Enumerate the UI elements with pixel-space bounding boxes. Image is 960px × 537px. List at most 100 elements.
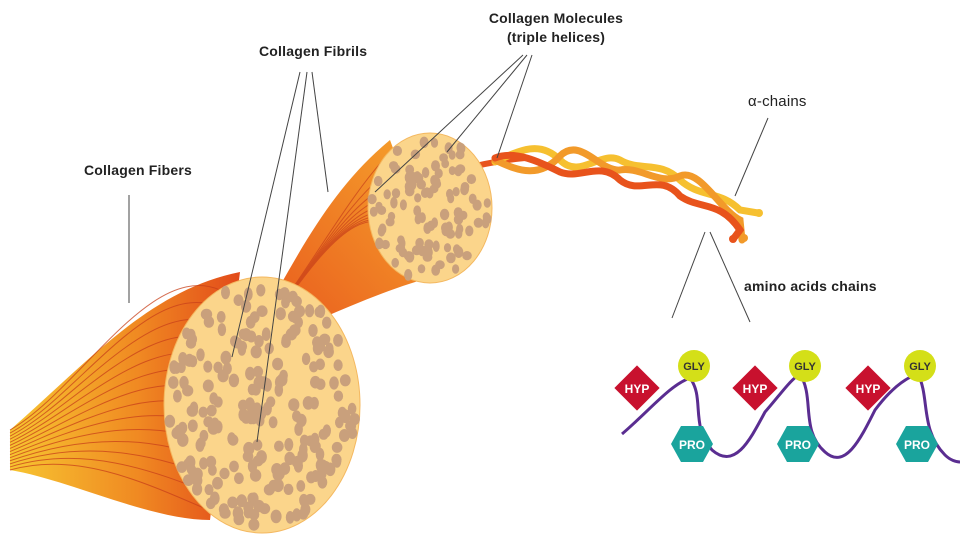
fibril-dot — [413, 205, 421, 216]
fibril-cross-section — [368, 133, 493, 283]
fibril-dot — [483, 214, 492, 225]
fibril-dot — [280, 462, 290, 475]
fibril-dot — [381, 240, 390, 249]
pro-residue: PRO — [671, 426, 713, 462]
fibril-dot — [311, 470, 320, 482]
fibril-dot — [392, 188, 400, 198]
alpha-chains-label: α-chains — [748, 93, 807, 110]
fibril-dot — [393, 146, 402, 156]
fibril-dot — [251, 345, 262, 358]
fibril-dot — [210, 418, 219, 432]
fibril-dot — [400, 199, 407, 210]
fibril-dot — [334, 359, 343, 371]
fibril-dot — [269, 416, 278, 428]
fibril-dot — [377, 206, 386, 215]
fibril-dot — [322, 317, 331, 329]
gly-label: GLY — [794, 361, 816, 373]
fibril-dot — [203, 361, 212, 373]
fibril-dot — [453, 244, 461, 254]
fibril-dot — [243, 451, 254, 462]
fibril-dot — [182, 328, 191, 340]
fibril-dot — [422, 167, 429, 178]
fibril-dot — [263, 402, 272, 416]
fibril-dot — [455, 229, 462, 239]
fibril-dot — [253, 455, 264, 466]
fibril-dot — [221, 286, 230, 299]
fibril-dot — [192, 483, 202, 496]
pro-label: PRO — [785, 438, 811, 452]
fibril-dot — [316, 305, 325, 318]
fibril-dot — [417, 180, 426, 190]
fibril-dot — [165, 415, 176, 428]
fibril-dot — [454, 166, 462, 177]
collagen-molecules-subtitle: (triple helices) — [478, 28, 634, 47]
fibril-dot — [446, 253, 456, 264]
fibril-dot — [275, 383, 284, 397]
fibril-dot — [288, 398, 299, 411]
fibril-dot — [276, 307, 286, 320]
fibril-dot — [272, 358, 283, 371]
fibril-dot — [414, 193, 421, 202]
fibril-dot — [404, 269, 412, 281]
fibril-dot — [298, 508, 308, 519]
fibril-dot — [390, 197, 397, 209]
fibril-dot — [187, 405, 198, 417]
fibril-dot — [449, 150, 456, 159]
fibril-dot — [302, 353, 310, 365]
fibril-dot — [441, 223, 451, 234]
fibril-dot — [238, 408, 247, 421]
fibril-dot — [340, 409, 350, 423]
fibril-dot — [325, 343, 333, 355]
fibril-dot — [465, 226, 473, 237]
fibril-dot — [192, 468, 203, 481]
fibril-dot — [430, 175, 438, 186]
collagen-molecules-title: Collagen Molecules — [478, 9, 634, 28]
fibril-dot — [303, 396, 314, 410]
gly-residue: GLY — [789, 350, 821, 382]
fibril-dot — [431, 217, 438, 228]
fibril-dot — [462, 251, 472, 260]
fibril-dot — [294, 305, 305, 317]
fibril-dot — [253, 402, 262, 413]
fibril-dot — [408, 179, 417, 191]
fibril-dot — [212, 477, 223, 490]
fibril-dot — [370, 207, 378, 217]
fibril-dot — [229, 461, 239, 473]
collagen-molecules-label: Collagen Molecules (triple helices) — [478, 9, 634, 47]
fibril-dot — [456, 150, 465, 159]
fibril-dot — [253, 500, 264, 512]
fibril-dot — [340, 374, 351, 386]
fibril-dot — [227, 497, 238, 509]
amino-acid-chain: HYP GLY PRO HYP GLY PRO HYP GLY — [614, 350, 960, 462]
fibril-dot — [461, 182, 470, 192]
fibril-dot — [467, 174, 476, 184]
fibril-dot — [197, 438, 206, 449]
fibril-dot — [253, 366, 263, 377]
fibril-dot — [296, 480, 305, 492]
fibril-dot — [308, 324, 317, 337]
fibril-dot — [332, 442, 343, 453]
fibril-dot — [474, 218, 483, 228]
fibril-dot — [208, 465, 217, 476]
fibril-dot — [221, 351, 232, 365]
fibril-dot — [423, 223, 431, 234]
fibril-dot — [233, 506, 244, 520]
fibril-dot — [439, 153, 448, 162]
fibril-dot — [257, 305, 268, 317]
hyp-label: HYP — [743, 382, 768, 396]
fibril-dot — [219, 468, 229, 479]
fibril-dot — [421, 188, 429, 198]
fibril-dot — [334, 391, 343, 402]
fibril-dot — [314, 341, 325, 353]
fibril-dot — [179, 376, 188, 389]
fibril-dot — [423, 253, 433, 262]
fibril-dot — [329, 376, 339, 389]
fibril-dot — [284, 484, 294, 495]
fibril-dot — [384, 189, 391, 199]
gly-residue: GLY — [904, 350, 936, 382]
gly-label: GLY — [909, 361, 931, 373]
fibril-dot — [368, 194, 377, 204]
fibril-dot — [424, 239, 433, 250]
fibril-dot — [397, 235, 405, 244]
fibril-dot — [250, 469, 261, 482]
